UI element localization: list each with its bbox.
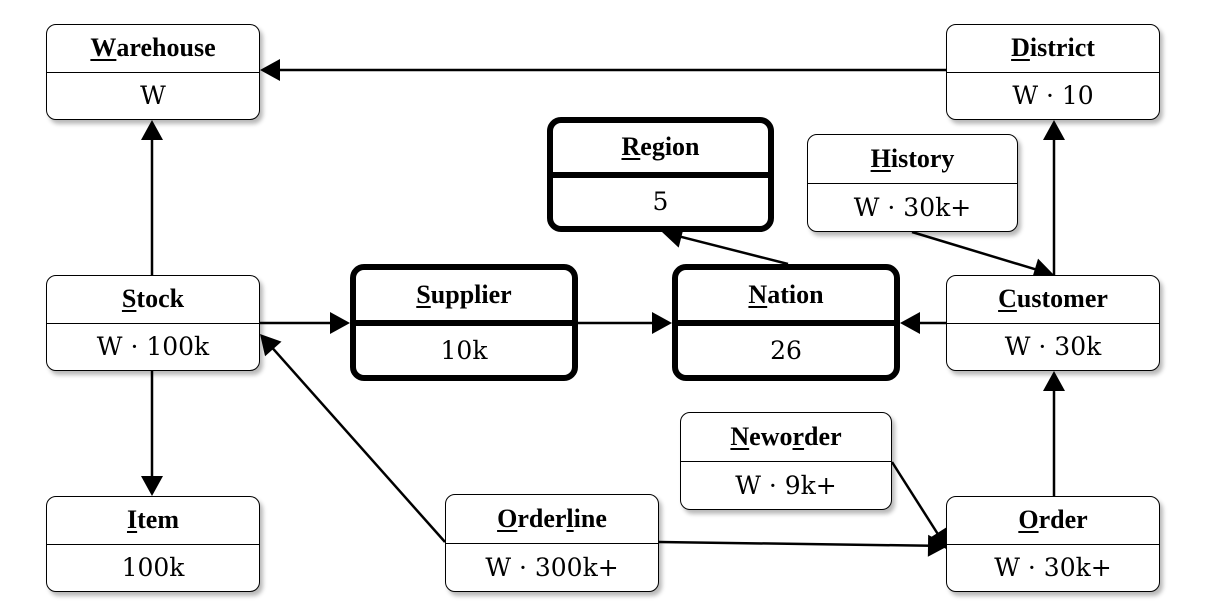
arrowhead-warehouse: [260, 59, 280, 81]
entity-cardinality: W: [140, 81, 166, 111]
entity-cardinality: W · 30k+: [994, 553, 1112, 583]
arrowhead-order: [927, 534, 948, 557]
entity-cardinality: 100k: [121, 553, 185, 583]
entity-cardinality: W · 10: [1012, 81, 1094, 111]
entity-cardinality: W · 100k: [96, 332, 210, 362]
entity-cardinality: W · 30k+: [853, 192, 972, 222]
entity-cardinality: W · 300k+: [485, 552, 619, 582]
arrowhead-item: [141, 476, 163, 496]
arrow-history-to-customer: [911, 230, 1040, 272]
arrowhead-customer: [1043, 371, 1065, 391]
entity-cardinality: 26: [770, 335, 802, 365]
entity-cardinality: 10k: [440, 335, 488, 365]
arrowhead-nation: [652, 312, 672, 334]
arrow-orderline-to-stock: [269, 345, 446, 543]
arrow-orderline-to-order: [658, 540, 933, 548]
entity-cardinality: 5: [652, 187, 669, 217]
arrowhead-warehouse: [141, 120, 163, 140]
arrow-neworder-to-order: [890, 461, 941, 538]
arrowhead-stock: [260, 334, 282, 357]
arrowhead-customer: [1031, 258, 1054, 280]
arrowhead-nation: [900, 312, 920, 334]
arrowhead-district: [1043, 120, 1065, 140]
arrow-nation-to-region: [677, 234, 789, 266]
entity-cardinality: W · 9k+: [735, 470, 837, 500]
arrowhead-supplier: [330, 312, 350, 334]
entity-cardinality: W · 30k: [1004, 332, 1102, 362]
